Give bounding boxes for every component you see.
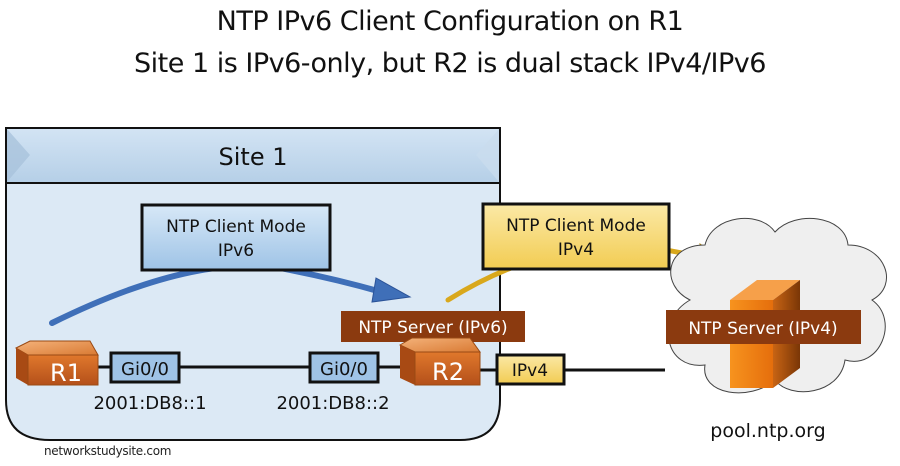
ipv4-client-callout: NTP Client Mode IPv4 [481,202,671,271]
router-r2[interactable]: R2 [398,337,481,386]
r2-address: 2001:DB8::2 [276,393,389,414]
svg-text:NTP Server (IPv4): NTP Server (IPv4) [688,319,837,339]
ntp-server-ipv4-label: NTP Server (IPv4) [666,310,861,344]
r1-interface-label: Gi0/0 [121,359,169,380]
watermark: networkstudysite.com [44,444,172,458]
svg-text:NTP Server (IPv6): NTP Server (IPv6) [358,318,507,338]
cloud-hostname: pool.ntp.org [710,420,825,442]
diagram-title: NTP IPv6 Client Configuration on R1 [216,6,684,37]
ntp-server-ipv6-label: NTP Server (IPv6) [341,311,525,342]
r2-interface-label: Gi0/0 [320,359,368,380]
r1-address: 2001:DB8::1 [93,393,206,414]
r1-label: R1 [50,359,82,387]
router-r1[interactable]: R1 [14,340,99,387]
ipv6-callout-line2: IPv6 [218,241,254,261]
ipv6-callout-line1: NTP Client Mode [166,217,306,237]
ipv4-callout-line1: NTP Client Mode [506,216,646,236]
site-1-label: Site 1 [219,143,288,171]
site-1-header [5,127,501,184]
r2-ipv4-label: IPv4 [512,361,548,381]
r2-interface[interactable]: Gi0/0 [308,351,380,384]
r2-ipv4-interface[interactable]: IPv4 [495,353,566,386]
ipv4-callout-line2: IPv4 [558,240,594,260]
diagram-subtitle: Site 1 is IPv6-only, but R2 is dual stac… [134,48,766,79]
r1-interface[interactable]: Gi0/0 [109,351,181,384]
site-1-container: Site 1 [5,127,501,441]
ipv6-client-callout: NTP Client Mode IPv6 [140,203,332,272]
r2-label: R2 [432,358,464,386]
